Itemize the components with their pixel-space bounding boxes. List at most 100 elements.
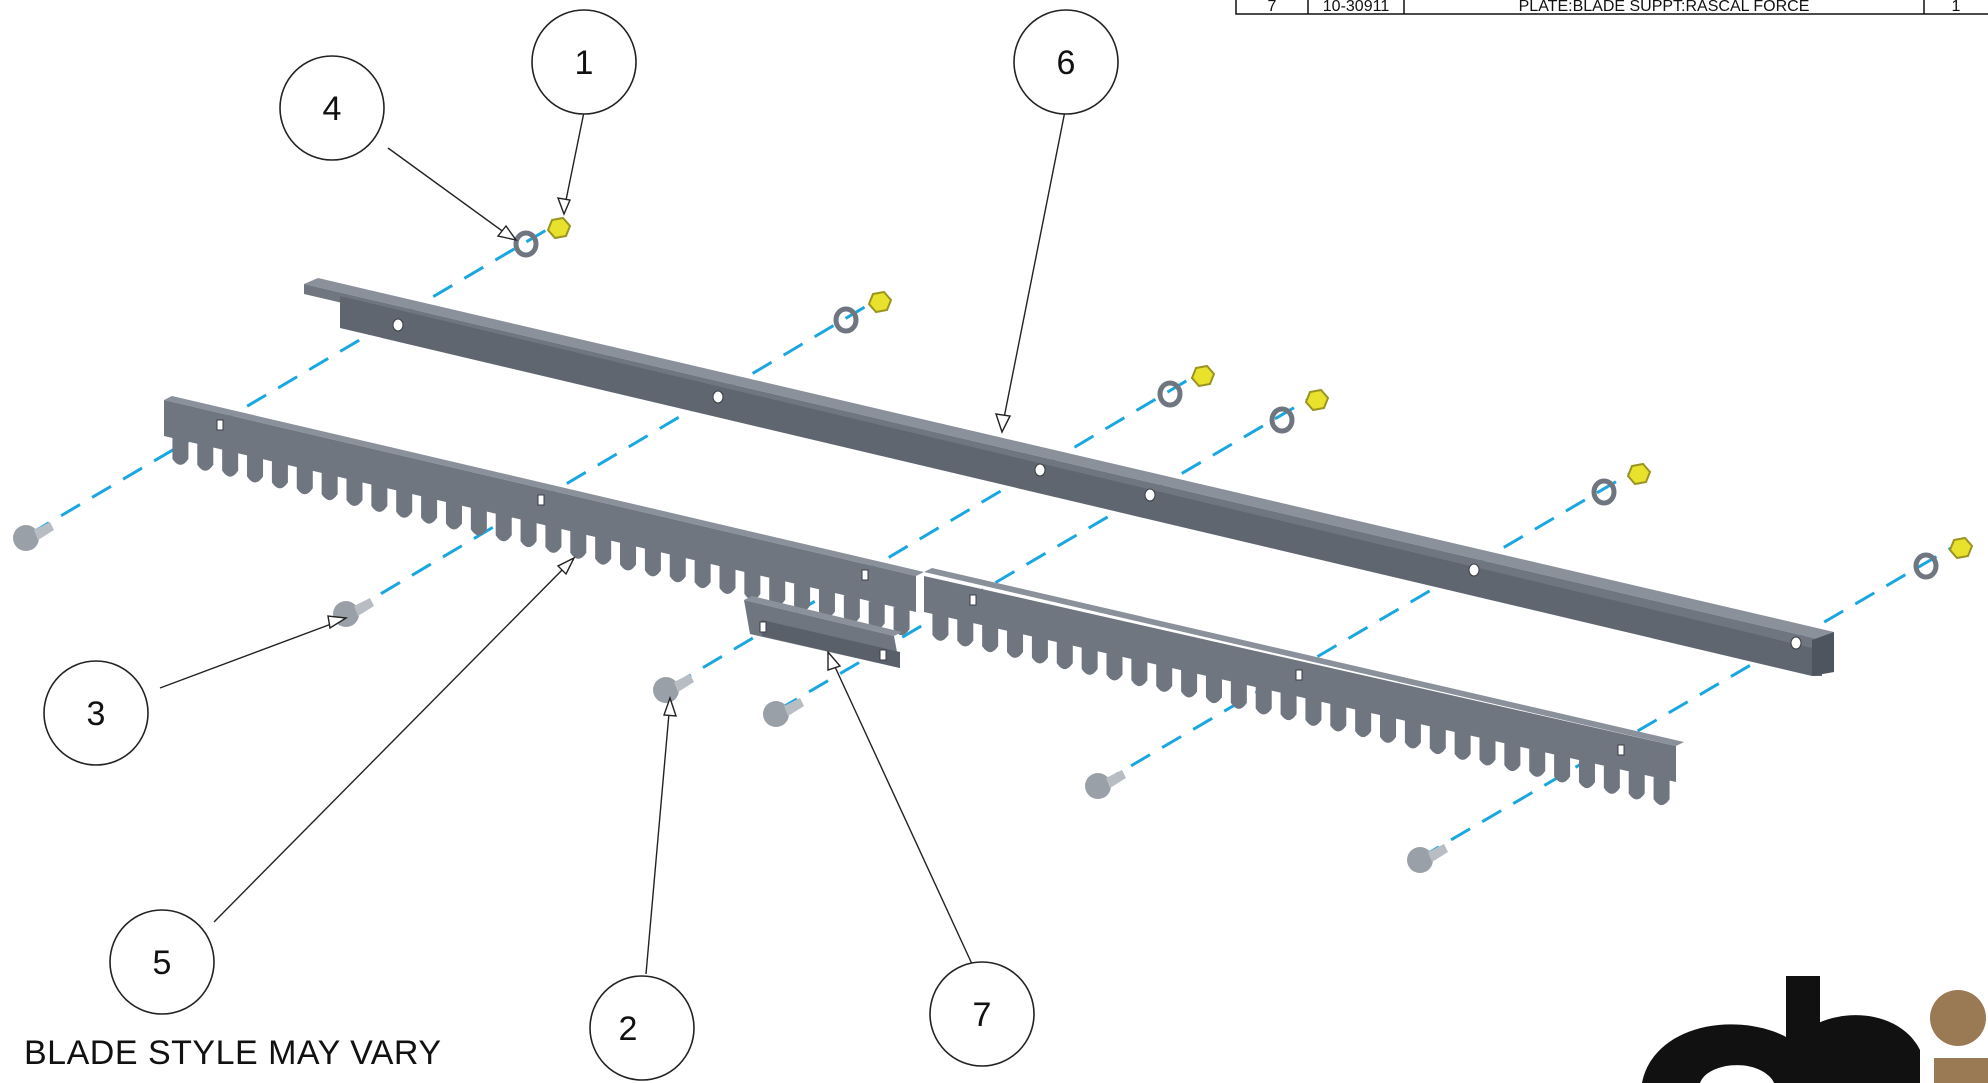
blade-tooth: [1653, 777, 1670, 806]
blade-tooth: [644, 548, 661, 577]
blade-tooth: [1404, 720, 1421, 749]
flat-washer-icon: [513, 230, 539, 258]
mounting-hole: [1790, 636, 1802, 650]
blade-tooth: [794, 583, 811, 612]
blade-tooth: [1131, 658, 1148, 687]
blade-tooth: [694, 560, 711, 589]
callout-balloons: [43, 9, 1119, 1081]
leader-line-5: [213, 561, 571, 923]
blade-slot: [969, 594, 977, 606]
carriage-bolts: [13, 522, 1448, 873]
callout-label-7: 7: [973, 996, 992, 1034]
carriage-bolt-icon: [763, 698, 804, 727]
blade-tooth: [396, 489, 413, 518]
blade-tooth: [1031, 635, 1048, 664]
callout-balloon-3: [43, 660, 149, 766]
blade-slot: [861, 569, 869, 581]
blade-tooth: [1529, 748, 1546, 777]
blade-tooth: [1230, 680, 1247, 709]
blade-tooth: [1106, 652, 1123, 681]
leader-line-1: [563, 111, 585, 211]
blade-tooth: [932, 612, 949, 641]
angle-bar-part-6: [304, 278, 1834, 676]
leader-line-4: [387, 147, 513, 239]
blade-tooth: [172, 436, 189, 465]
blade-tooth: [346, 478, 363, 506]
blade-tooth: [1554, 754, 1571, 783]
blade-slot: [1617, 744, 1625, 756]
carriage-bolt-icon: [13, 522, 54, 551]
carriage-bolt-icon: [1407, 844, 1448, 873]
blade-tooth: [296, 466, 313, 495]
blade-tooth: [893, 607, 910, 636]
blade-tooth: [1454, 731, 1471, 760]
blade-tooth: [545, 524, 562, 553]
mounting-hole: [392, 318, 404, 332]
blade-tooth: [744, 571, 761, 600]
blade-tooth: [197, 442, 214, 471]
blade-tooth: [1628, 771, 1645, 800]
mounting-hole: [1144, 488, 1156, 502]
hex-nut-icon: [546, 216, 572, 240]
blade-tooth: [495, 513, 512, 542]
callout-label-1: 1: [575, 44, 594, 82]
axis-line: [1419, 542, 1959, 860]
parts-table: 7 10-30911 PLATE:BLADE SUPPT:RASCAL FORC…: [1235, 0, 1988, 15]
callout-label-2: 2: [619, 1010, 638, 1048]
blade-tooth: [957, 618, 974, 647]
parts-table-part-number: 10-30911: [1323, 0, 1390, 15]
support-plate-part-7: [744, 596, 902, 668]
mounting-hole: [712, 390, 724, 404]
washers: [513, 230, 1939, 580]
blade-style-note: BLADE STYLE MAY VARY: [24, 1034, 442, 1072]
callout-balloon-7: [929, 961, 1035, 1067]
blade-tooth: [769, 577, 786, 606]
blade-slot: [537, 494, 545, 506]
hex-nuts: [546, 216, 1974, 560]
leader-line-7: [829, 655, 973, 965]
blade-tooth: [1156, 663, 1173, 692]
blade-teeth: [172, 436, 1670, 806]
blade-tooth: [620, 542, 637, 571]
hex-nut-icon: [1948, 536, 1974, 560]
mounting-hole: [1468, 563, 1480, 577]
blade-tooth: [1504, 743, 1521, 772]
blade-tooth: [1056, 641, 1073, 670]
hex-nut-icon: [1626, 462, 1652, 486]
blade-tooth: [1380, 714, 1397, 743]
flat-washer-icon: [1269, 406, 1295, 434]
flat-washer-icon: [833, 306, 859, 334]
hex-nut-icon: [1304, 388, 1330, 412]
flat-washer-icon: [1157, 380, 1183, 408]
blade-tooth: [1355, 709, 1372, 738]
blade-tooth: [570, 530, 587, 559]
blade-tooth: [843, 595, 860, 624]
axis-line: [29, 220, 561, 536]
callout-balloon-4: [279, 55, 385, 161]
blade-tooth: [1578, 760, 1595, 789]
blade-tooth: [1007, 629, 1024, 658]
blade-tooth: [1081, 646, 1098, 675]
callout-balloon-2: [589, 975, 695, 1081]
parts-table-row: 7 10-30911 PLATE:BLADE SUPPT:RASCAL FORC…: [1235, 0, 1988, 15]
blade-tooth: [868, 601, 885, 630]
blade-tooth: [247, 454, 264, 483]
fastener-axis-lines: [29, 220, 1959, 860]
blade-tooth: [669, 554, 686, 583]
blade-tooth: [520, 519, 537, 548]
callout-label-3: 3: [87, 695, 106, 733]
hex-nut-icon: [1190, 364, 1216, 388]
blade-tooth: [1429, 726, 1446, 755]
blade-tooth: [371, 483, 388, 512]
hex-nut-icon: [867, 290, 893, 314]
blade-tooth: [1255, 686, 1272, 715]
leader-line-2: [645, 701, 671, 975]
flat-washer-icon: [1591, 478, 1617, 506]
blade-tooth: [1305, 697, 1322, 726]
axis-line: [349, 296, 881, 614]
blade-tooth: [1603, 765, 1620, 794]
axis-line: [671, 372, 1199, 688]
blade-tooth: [222, 448, 239, 477]
abi-logo-icon: [1642, 976, 1988, 1083]
